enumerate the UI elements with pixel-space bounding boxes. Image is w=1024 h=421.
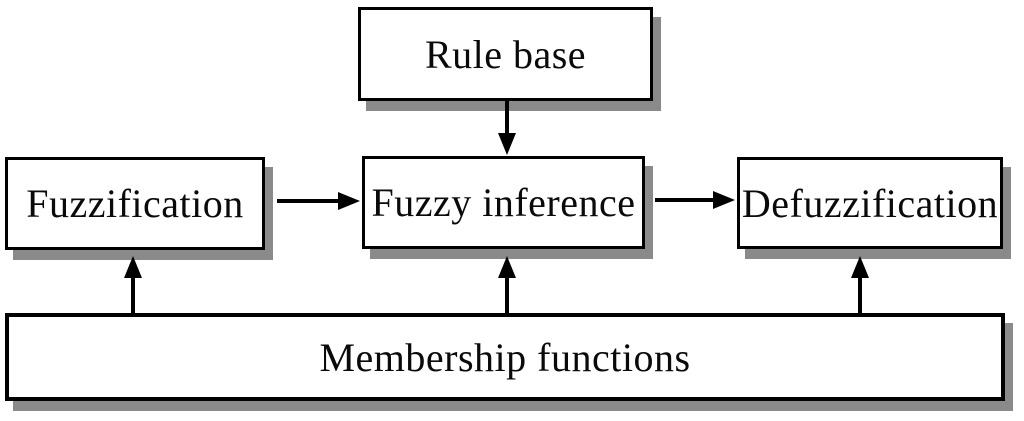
arrow-membership-to-fuzzification [124, 256, 142, 314]
fuzzy-inference-box: Fuzzy inference [362, 156, 645, 249]
arrow-inference-to-defuzzification [655, 191, 735, 209]
arrow-fuzzification-to-inference [277, 192, 360, 210]
membership-functions-box: Membership functions [5, 313, 1005, 401]
arrow-membership-to-inference [498, 256, 516, 314]
defuzzification-label: Defuzzification [741, 180, 999, 226]
arrow-membership-to-defuzzification [851, 256, 869, 314]
rule-base-box: Rule base [358, 7, 653, 101]
arrow-rulebase-to-inference [498, 101, 516, 155]
defuzzification-box: Defuzzification [737, 157, 1003, 249]
fuzzification-box: Fuzzification [5, 157, 265, 250]
membership-functions-label: Membership functions [319, 334, 691, 380]
fuzzy-inference-label: Fuzzy inference [371, 180, 636, 225]
rule-base-label: Rule base [424, 31, 587, 77]
fuzzification-label: Fuzzification [26, 181, 244, 226]
